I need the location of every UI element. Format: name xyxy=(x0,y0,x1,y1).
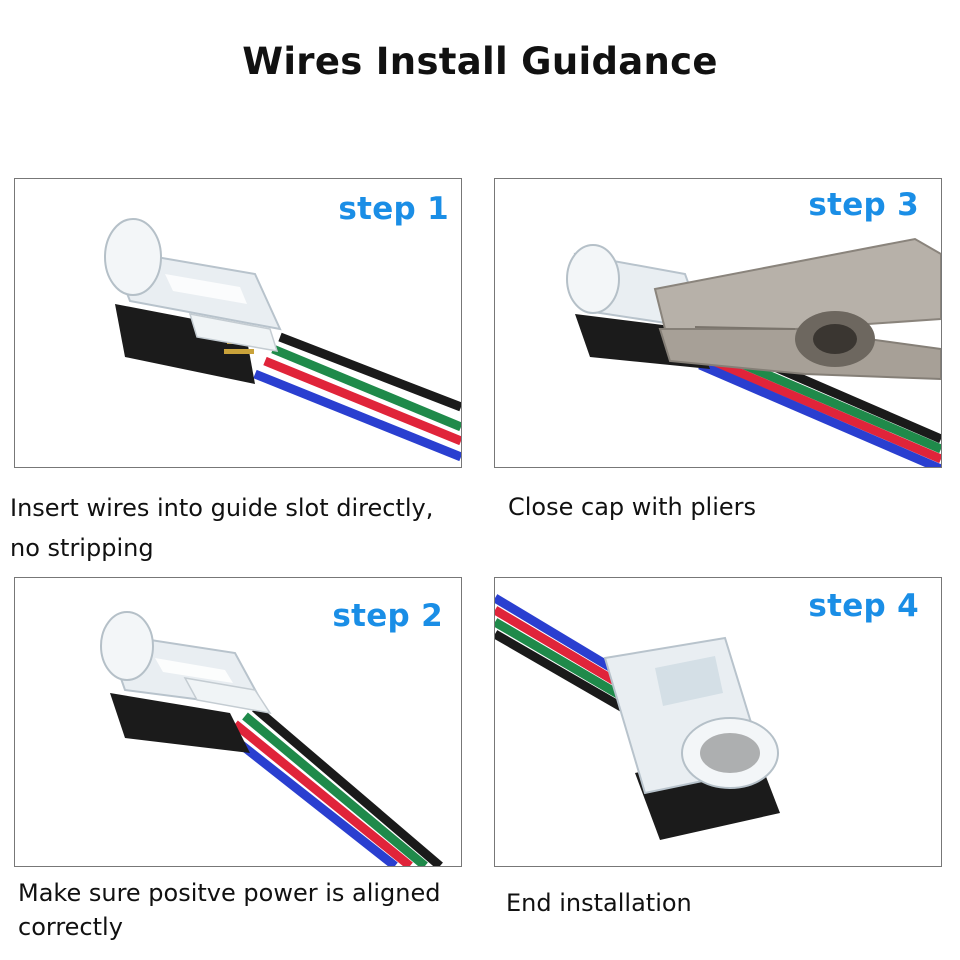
step-2-photo xyxy=(100,611,443,866)
step-3-panel: step 3 xyxy=(494,178,942,468)
step-1-label: step 1 xyxy=(338,191,449,227)
step-4-label: step 4 xyxy=(808,588,919,624)
step-2-panel: step 2 xyxy=(14,577,462,867)
step-4-panel: step 4 xyxy=(494,577,942,867)
step-1-panel: step 1 xyxy=(14,178,462,468)
step-2-label: step 2 xyxy=(332,598,443,634)
step-4-caption: End installation xyxy=(506,889,692,917)
page-title: Wires Install Guidance xyxy=(242,40,718,83)
step-3-photo xyxy=(566,237,941,467)
step-1-photo xyxy=(104,218,461,462)
step-3-caption: Close cap with pliers xyxy=(508,493,757,521)
step-1-caption: Insert wires into guide slot directly, n… xyxy=(10,494,434,562)
step-2-caption: Make sure positve power is aligned corre… xyxy=(18,879,441,941)
step-4-photo xyxy=(495,594,780,840)
step-3-label: step 3 xyxy=(808,187,919,223)
